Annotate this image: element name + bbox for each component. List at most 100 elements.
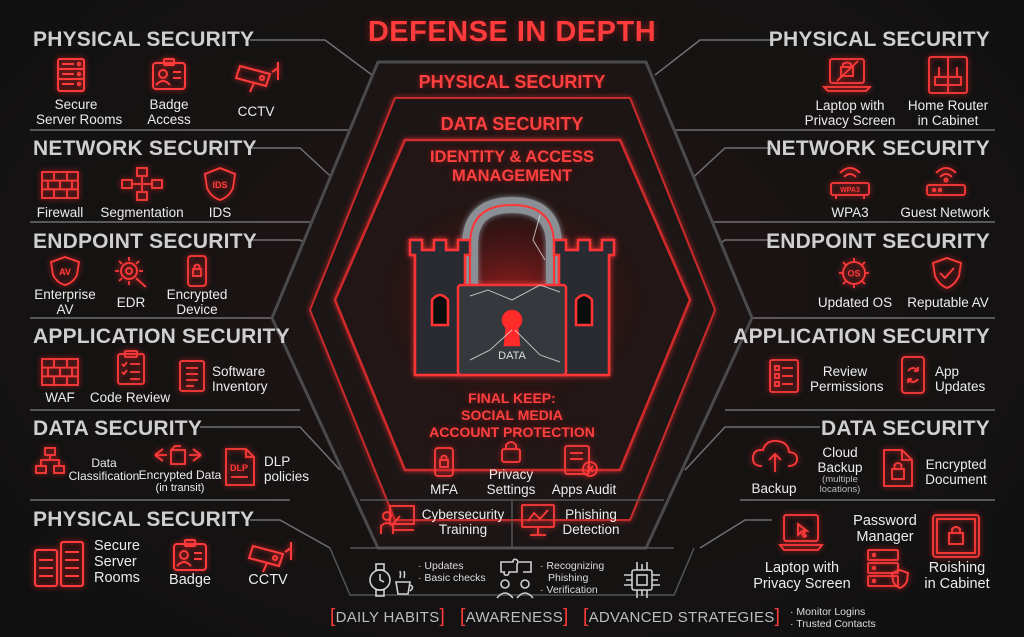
left-network-item-firewall: Firewall xyxy=(36,205,84,220)
center-item-privacy: Privacy Settings xyxy=(486,467,536,497)
bottom-notes-advanced: · Monitor Logins · Trusted Contacts xyxy=(790,606,876,630)
updated-os-gear-icon: OS xyxy=(836,256,872,290)
right-data-item-backup: Backup xyxy=(751,481,797,496)
center-item-phishing: Phishing Detection xyxy=(562,507,620,537)
right-endpoint-item-av: Reputable AV xyxy=(907,295,989,310)
left-physical-bottom-title: PHYSICAL SECURITY xyxy=(33,508,255,531)
badge-icon xyxy=(150,57,188,93)
laptop-privacy-large-icon xyxy=(778,513,824,553)
right-endpoint-title: ENDPOINT SECURITY xyxy=(766,230,990,253)
left-application-item-waf: WAF xyxy=(45,390,75,405)
wpa3-router-icon: WPA3 xyxy=(828,163,872,201)
puzzle-people-icon xyxy=(491,558,539,602)
reputable-av-shield-icon xyxy=(930,256,964,290)
left-application-item-code-review: Code Review xyxy=(89,390,171,405)
software-inventory-icon xyxy=(178,359,206,393)
right-network-item-wpa3: WPA3 xyxy=(831,205,869,220)
bottom-notes-daily: · Updates · Basic checks xyxy=(418,560,486,584)
ring-data-title: DATA SECURITY xyxy=(440,114,584,134)
left-physical-item-secure: Secure Server Rooms xyxy=(36,97,123,127)
center-item-training: Cybersecurity Training xyxy=(421,507,505,537)
av-icon-text: AV xyxy=(59,267,71,277)
crack-lines xyxy=(469,214,561,363)
server-rack-large-icon xyxy=(33,540,85,588)
phishing-detection-icon xyxy=(520,503,556,537)
right-network-item-guest: Guest Network xyxy=(900,205,990,220)
left-data-item-classification: Data Classification xyxy=(68,456,140,483)
encrypted-transit-icon xyxy=(153,442,203,468)
right-application-title: APPLICATION SECURITY xyxy=(733,325,990,348)
cybersecurity-training-icon xyxy=(380,504,416,536)
badge-large-icon xyxy=(170,538,210,574)
right-data-title: DATA SECURITY xyxy=(820,417,990,440)
circuit-chip-icon xyxy=(620,558,664,602)
core-data-label: DATA xyxy=(498,350,526,362)
final-keep-line2: SOCIAL MEDIA xyxy=(461,407,563,423)
left-physical-bottom-item-cctv: CCTV xyxy=(248,572,288,588)
os-icon-text: OS xyxy=(847,269,860,279)
backup-cloud-icon xyxy=(750,436,800,474)
apps-audit-icon xyxy=(563,444,599,478)
watch-coffee-icon xyxy=(366,560,416,600)
right-application-item-updates: App Updates xyxy=(935,364,986,394)
right-physical-item-laptop: Laptop with Privacy Screen xyxy=(804,98,896,128)
final-keep-title: FINAL KEEP: SOCIAL MEDIA ACCOUNT PROTECT… xyxy=(380,390,644,441)
password-manager-server-icon xyxy=(866,548,910,590)
right-data-item-cloud-backup: Cloud Backup (multiple locations) xyxy=(817,445,863,495)
bottom-structure xyxy=(329,499,695,596)
tag-daily-habits: [DAILY HABITS] xyxy=(330,606,446,627)
left-application-title: APPLICATION SECURITY xyxy=(33,325,290,348)
right-network-title: NETWORK SECURITY xyxy=(766,137,990,160)
left-network-title: NETWORK SECURITY xyxy=(33,137,257,160)
tag-awareness: [AWARENESS] xyxy=(460,606,569,627)
right-physical-bottom-item-laptop: Laptop with Privacy Screen xyxy=(753,560,851,592)
connector-lines-left xyxy=(30,39,373,549)
left-network-item-segmentation: Segmentation xyxy=(100,205,184,220)
waf-wall-icon xyxy=(40,357,80,387)
final-keep-line1: FINAL KEEP: xyxy=(468,390,556,406)
center-item-mfa: MFA xyxy=(430,482,458,497)
left-data-item-dlp: DLP policies xyxy=(264,454,310,484)
left-physical-item-badge: Badge Access xyxy=(147,97,191,127)
home-router-cabinet-icon xyxy=(927,55,969,95)
final-keep-line3: ACCOUNT PROTECTION xyxy=(429,424,595,440)
page-title: DEFENSE IN DEPTH xyxy=(367,16,657,48)
cctv-camera-large-icon xyxy=(246,538,294,574)
cctv-camera-icon xyxy=(234,58,280,94)
segmentation-network-icon xyxy=(120,166,164,202)
data-classification-icon xyxy=(34,446,66,476)
left-endpoint-item-encrypted: Encrypted Device xyxy=(166,287,228,317)
roishing-cabinet-icon xyxy=(931,513,981,559)
right-physical-item-router: Home Router in Cabinet xyxy=(907,98,989,128)
laptop-privacy-icon xyxy=(821,57,873,93)
ids-shield-icon: IDS xyxy=(202,166,238,202)
ring-identity-line1: IDENTITY & ACCESS xyxy=(429,148,595,166)
firewall-icon xyxy=(40,170,80,200)
server-rack-icon xyxy=(52,57,90,93)
ring-identity-line2: MANAGEMENT xyxy=(451,167,573,185)
right-physical-title: PHYSICAL SECURITY xyxy=(768,28,990,51)
right-application-item-permissions: Review Permissions xyxy=(810,364,884,394)
encrypted-document-icon xyxy=(882,448,914,488)
bottom-notes-awareness: · Recognizing Phishing · Verification xyxy=(540,560,605,596)
app-updates-phone-icon xyxy=(900,355,926,395)
left-physical-bottom-item-secure: Secure Server Rooms xyxy=(94,538,140,586)
edr-gear-icon xyxy=(113,255,149,289)
right-physical-bottom-item-password: Password Manager xyxy=(853,513,917,545)
left-data-title: DATA SECURITY xyxy=(33,417,203,440)
dlp-icon-text: DLP xyxy=(230,463,248,473)
ring-identity-title: IDENTITY & ACCESS MANAGEMENT xyxy=(380,148,644,186)
antivirus-shield-icon: AV xyxy=(48,255,82,287)
tag-advanced-strategies: [ADVANCED STRATEGIES] xyxy=(583,606,781,627)
left-endpoint-title: ENDPOINT SECURITY xyxy=(33,230,257,253)
mfa-phone-icon xyxy=(433,446,455,478)
privacy-settings-lock-icon xyxy=(500,438,522,464)
ids-icon-text: IDS xyxy=(212,180,227,190)
right-physical-bottom-item-roishing: Roishing in Cabinet xyxy=(924,560,990,592)
left-physical-title: PHYSICAL SECURITY xyxy=(33,28,255,51)
center-item-apps-audit: Apps Audit xyxy=(551,482,617,497)
wpa-icon-text: WPA3 xyxy=(840,187,860,194)
left-physical-bottom-item-badge: Badge xyxy=(169,572,211,588)
